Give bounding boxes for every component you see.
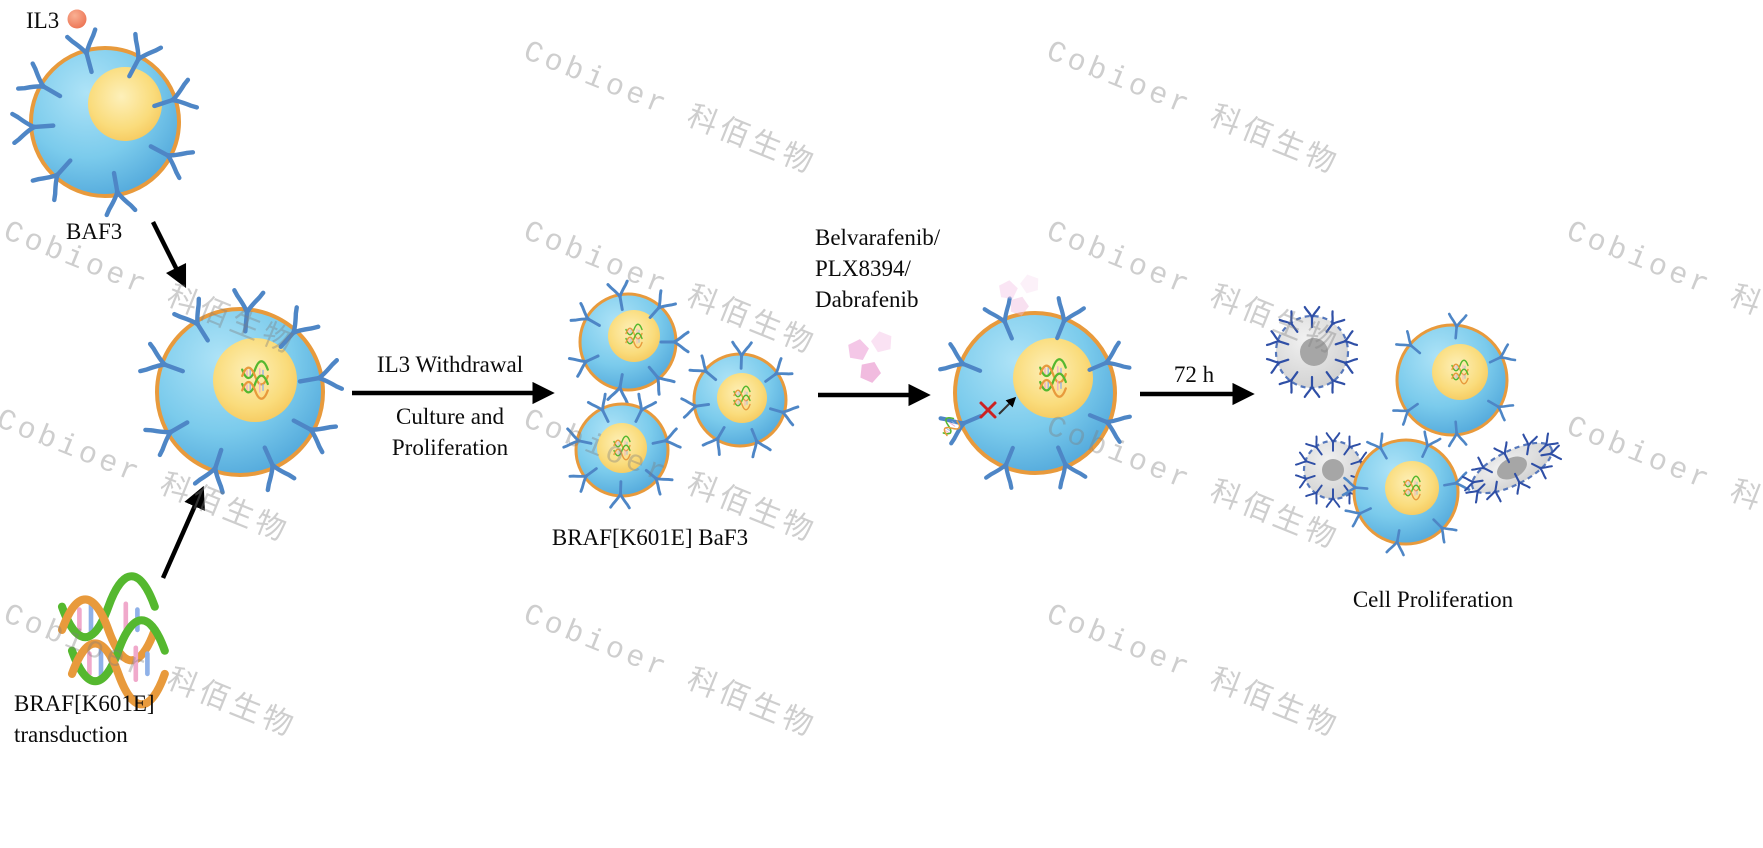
braf-baf3-cell-2 [680,340,800,459]
culture-line1: Culture and [396,404,504,429]
drug-line2: PLX8394/ [815,256,911,281]
raf-inhibition-mark [937,396,1017,440]
baf3-cell [12,30,196,215]
transduction-label: BRAF[K601E] transduction [14,688,155,750]
drug-names-label: Belvarafenib/ PLX8394/ Dabrafenib [815,222,940,315]
duration-label: 72 h [1173,362,1215,387]
dying-cell-2 [1294,432,1372,508]
il3-ligand-icon [67,9,87,29]
arrow-baf3-to-transduced [150,220,187,289]
dying-cell-3 [1461,432,1563,504]
cell-proliferation-label: Cell Proliferation [1352,587,1514,612]
il3-label: IL3 [26,8,60,33]
treated-cell [940,298,1130,488]
transduction-line2: transduction [14,722,128,747]
healthy-cell-2 [1341,430,1471,557]
drug-line3: Dabrafenib [815,287,919,312]
drug-molecule-cluster-faded [997,271,1042,317]
dying-cell-1 [1265,305,1359,399]
healthy-cell-1 [1392,312,1517,448]
braf-baf3-label: BRAF[K601E] BaF3 [551,525,749,550]
arrow-transduction [160,485,205,579]
braf-baf3-cell-3 [562,392,682,510]
dna-helix-icon [62,576,165,704]
transduction-line1: BRAF[K601E] [14,691,155,716]
culture-proliferation-label: Culture and Proliferation [345,401,555,463]
drug-line1: Belvarafenib/ [815,225,941,250]
il3-withdrawal-label: IL3 Withdrawal [376,352,524,377]
braf-baf3-cell-1 [567,279,690,405]
transduced-cell [140,290,342,492]
baf3-label: BAF3 [66,219,123,244]
drug-molecule-cluster [846,328,895,385]
culture-line2: Proliferation [391,435,509,460]
